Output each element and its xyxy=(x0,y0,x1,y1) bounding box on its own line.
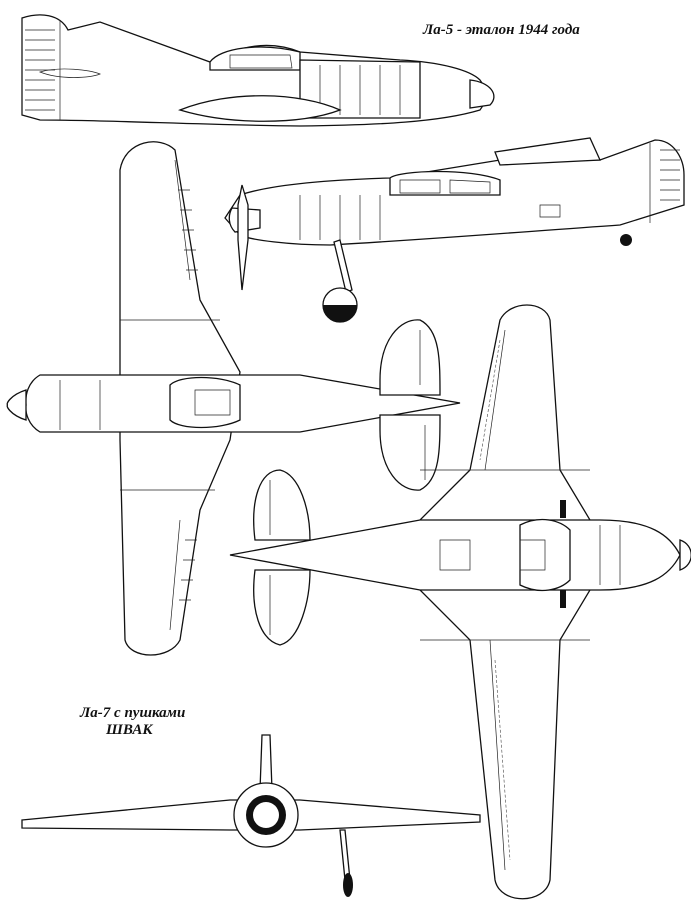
caption-la5: Ла-5 - эталон 1944 года xyxy=(423,22,580,38)
bottom-view xyxy=(229,304,691,900)
caption-la7-line2: ШВАК xyxy=(106,722,153,738)
caption-la7-line1: Ла-7 с пушками xyxy=(80,705,186,721)
side-view-la7 xyxy=(224,137,685,323)
top-view xyxy=(6,141,461,656)
front-view xyxy=(21,734,481,897)
side-view-la5 xyxy=(21,14,495,127)
